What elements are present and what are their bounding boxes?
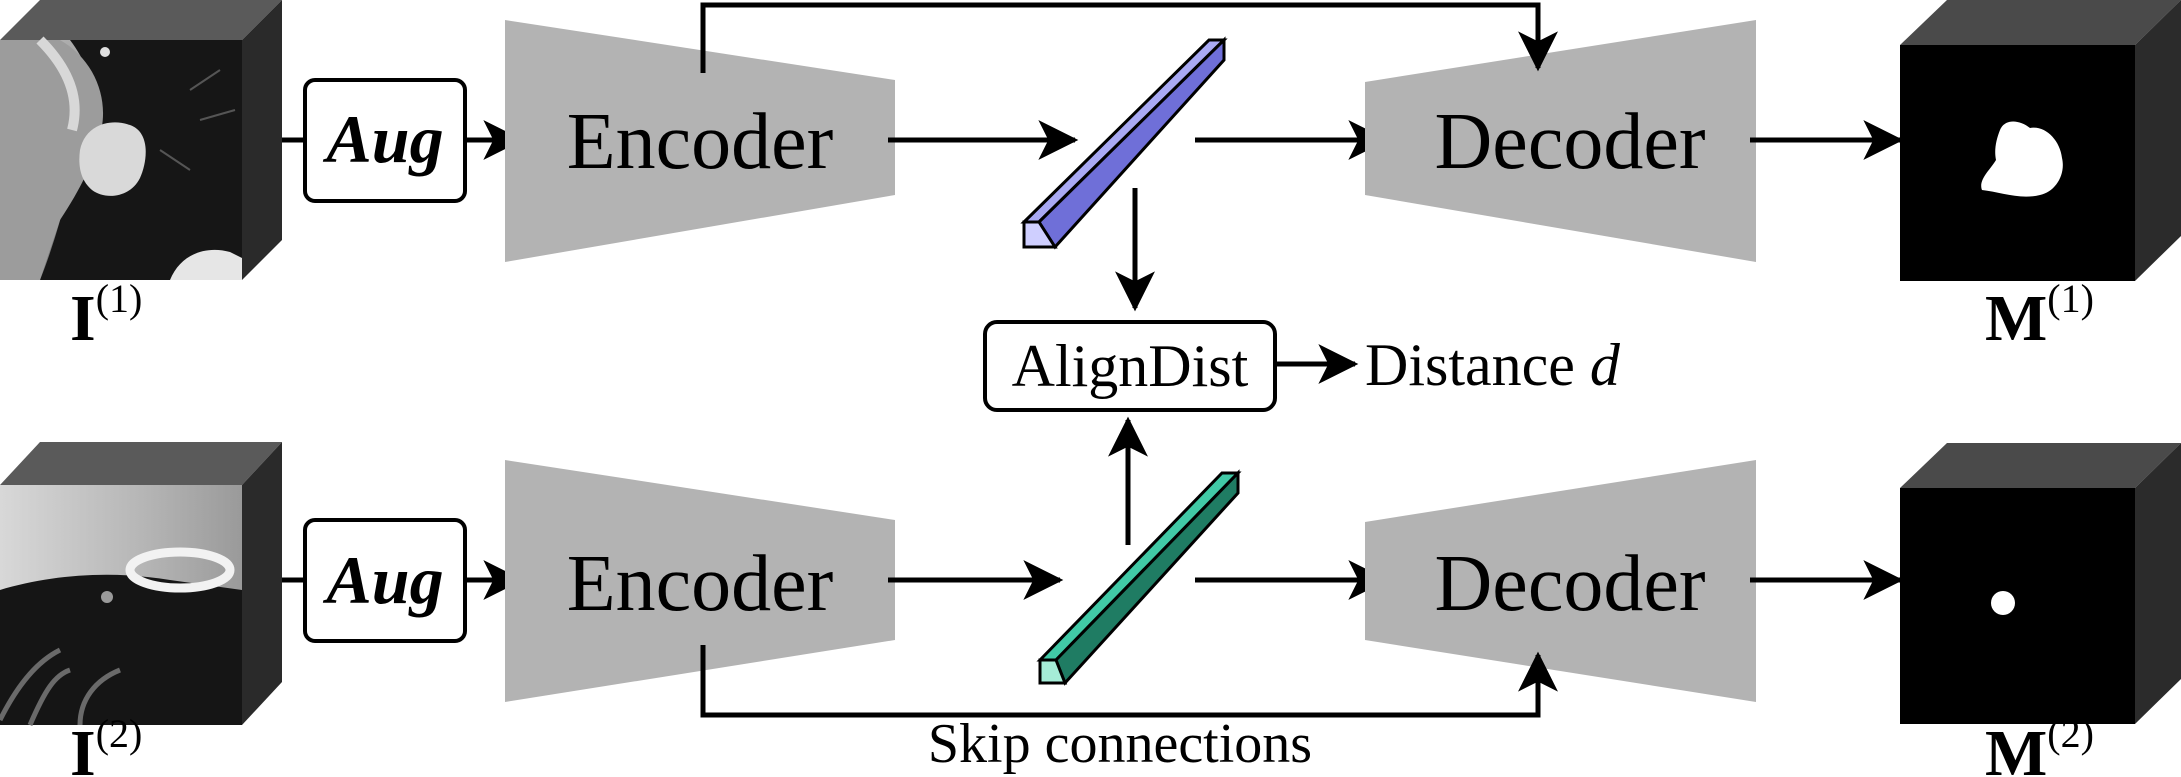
output-mask-1: [1900, 0, 2181, 281]
output-mask-2: [1900, 443, 2181, 724]
encoder-block-2: [505, 460, 895, 702]
skip-connections-label: Skip connections: [928, 713, 1312, 775]
encoder-block-1: [505, 20, 895, 262]
decoder-label-1: Decoder: [1435, 98, 1706, 186]
decoder-block-1: [1365, 20, 1756, 262]
input-label-2: I(2): [70, 711, 142, 777]
distance-output-label: Distance d: [1365, 332, 1621, 398]
feature-vector-1: [1020, 36, 1228, 250]
encoder-label-1: Encoder: [567, 98, 834, 186]
skip-connection-top: [700, 2, 1558, 73]
align-dist-label: AlignDist: [1012, 333, 1249, 399]
aug-label-2: Aug: [322, 542, 443, 618]
output-label-1: M(1): [1985, 276, 2094, 355]
input-label-1: I(1): [70, 276, 142, 355]
decoder-label-2: Decoder: [1435, 540, 1706, 628]
aug-label-1: Aug: [322, 101, 443, 177]
input-volume-1: [0, 0, 282, 280]
output-label-2: M(2): [1985, 711, 2094, 777]
decoder-block-2: [1365, 460, 1756, 702]
encoder-label-2: Encoder: [567, 540, 834, 628]
input-volume-2: [0, 442, 282, 726]
skip-connection-bottom: [700, 645, 1558, 718]
feature-vector-2: [1036, 469, 1242, 686]
